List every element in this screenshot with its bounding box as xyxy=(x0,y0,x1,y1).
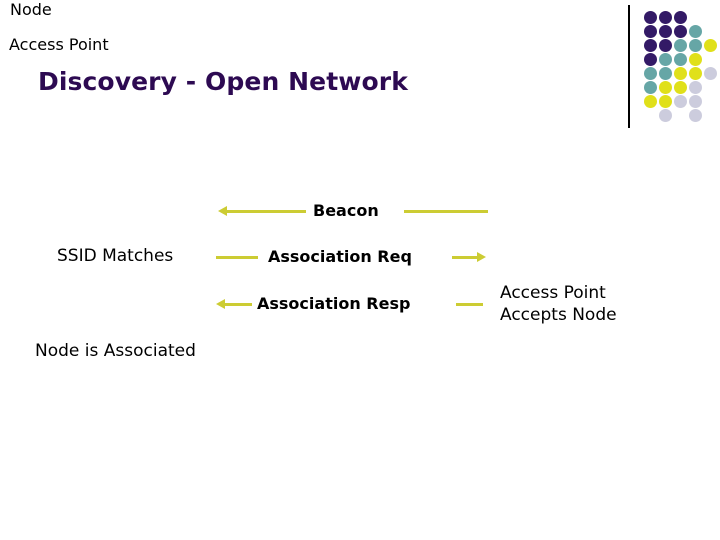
decorative-dot xyxy=(689,81,702,94)
decorative-dot xyxy=(659,95,672,108)
access-point-box: Access Point xyxy=(0,35,185,70)
decorative-dot xyxy=(674,81,687,94)
access-point-accepts-note-line2: Accepts Node xyxy=(500,305,617,325)
access-point-accepts-note: Access Point Accepts Node xyxy=(500,282,617,326)
decorative-dot xyxy=(689,67,702,80)
decorative-dot xyxy=(644,25,657,38)
decorative-dot xyxy=(644,95,657,108)
decorative-dot xyxy=(689,39,702,52)
association-req-arrowhead-right-icon xyxy=(477,252,486,262)
association-resp-line-left xyxy=(224,303,252,306)
decorative-dot-grid xyxy=(644,11,717,123)
decorative-dot xyxy=(659,53,672,66)
decorative-dot xyxy=(689,53,702,66)
decorative-dot xyxy=(689,25,702,38)
association-resp-message-label: Association Resp xyxy=(257,294,411,313)
access-point-box-label: Access Point xyxy=(9,35,109,54)
beacon-line-right xyxy=(404,210,488,213)
decorative-dot xyxy=(659,11,672,24)
decorative-dot xyxy=(689,95,702,108)
decorative-dot xyxy=(659,67,672,80)
beacon-message-label: Beacon xyxy=(313,201,379,220)
access-point-accepts-note-line1: Access Point xyxy=(500,283,606,303)
decorative-dot xyxy=(644,53,657,66)
decorative-dot xyxy=(644,81,657,94)
decorative-dot xyxy=(659,25,672,38)
association-resp-line-right xyxy=(456,303,483,306)
decorative-dot xyxy=(674,95,687,108)
decorative-dot xyxy=(659,81,672,94)
beacon-line-left xyxy=(226,210,306,213)
association-req-message-label: Association Req xyxy=(268,247,412,266)
decorative-dot xyxy=(674,25,687,38)
association-resp-arrowhead-left-icon xyxy=(216,299,225,309)
node-box-label: Node xyxy=(10,0,52,19)
decorative-dot xyxy=(644,11,657,24)
node-box: Node xyxy=(0,0,174,35)
association-req-line-left xyxy=(216,256,258,259)
ssid-matches-label: SSID Matches xyxy=(57,246,174,266)
page-title: Discovery - Open Network xyxy=(38,67,408,96)
decorative-dot xyxy=(674,11,687,24)
association-req-line-right xyxy=(452,256,478,259)
beacon-arrowhead-left-icon xyxy=(218,206,227,216)
header-divider-rule xyxy=(628,5,630,128)
decorative-dot xyxy=(674,53,687,66)
decorative-dot xyxy=(689,109,702,122)
decorative-dot xyxy=(644,67,657,80)
node-is-associated-label: Node is Associated xyxy=(35,341,196,361)
decorative-dot xyxy=(659,109,672,122)
decorative-dot xyxy=(674,67,687,80)
decorative-dot xyxy=(704,39,717,52)
decorative-dot xyxy=(659,39,672,52)
decorative-dot xyxy=(704,67,717,80)
decorative-dot xyxy=(674,39,687,52)
decorative-dot xyxy=(644,39,657,52)
